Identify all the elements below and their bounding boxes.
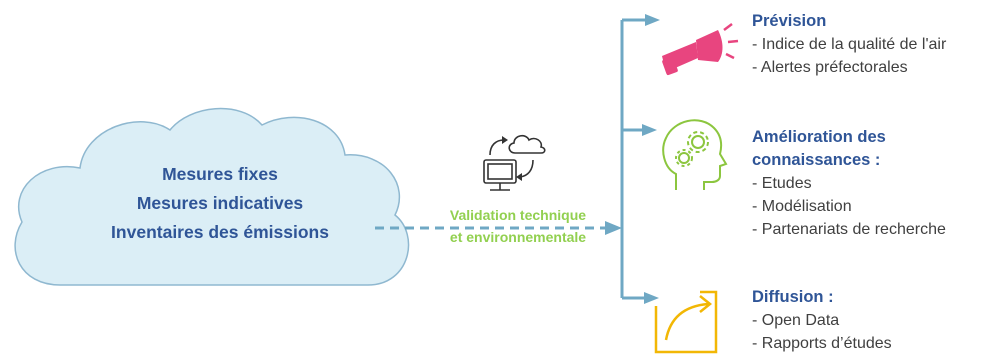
cloud-label: Mesures fixes Mesures indicatives Invent… bbox=[60, 160, 380, 247]
branch-prevision bbox=[622, 14, 660, 26]
share-arrow-icon bbox=[654, 290, 718, 354]
diffusion-title: Diffusion : bbox=[752, 288, 834, 306]
output-amelioration: Amélioration des connaissances : - Etude… bbox=[752, 126, 946, 241]
connector-arrowhead bbox=[605, 221, 622, 235]
amelioration-title-line-2: connaissances : bbox=[752, 151, 881, 169]
diffusion-item-reports: - Rapports d’études bbox=[752, 335, 892, 352]
output-prevision: Prévision - Indice de la qualité de l'ai… bbox=[752, 10, 946, 79]
cloud-line-fixed-measures: Mesures fixes bbox=[162, 164, 278, 184]
validation-line-2: et environnementale bbox=[449, 229, 587, 245]
prevision-title: Prévision bbox=[752, 12, 827, 30]
validation-label: Validation technique et environnementale bbox=[418, 204, 618, 248]
cloud-line-indicative-measures: Mesures indicatives bbox=[136, 193, 304, 213]
amelioration-item-modeling: - Modélisation bbox=[752, 198, 852, 215]
amelioration-item-studies: - Etudes bbox=[752, 175, 812, 192]
amelioration-item-partnerships: - Partenariats de recherche bbox=[752, 221, 946, 238]
amelioration-title-line-1: Amélioration des bbox=[752, 128, 886, 146]
diffusion-item-open-data: - Open Data bbox=[752, 312, 840, 329]
head-gears-icon bbox=[662, 119, 728, 190]
prevision-item-air-quality: - Indice de la qualité de l'air bbox=[752, 36, 947, 53]
validation-line-1: Validation technique bbox=[449, 207, 587, 223]
computer-cloud-sync-icon bbox=[483, 134, 546, 191]
output-diffusion: Diffusion : - Open Data - Rapports d’étu… bbox=[752, 286, 892, 355]
megaphone-icon bbox=[662, 23, 739, 76]
prevision-item-alerts: - Alertes préfectorales bbox=[752, 59, 908, 76]
branch-diffusion bbox=[622, 292, 659, 304]
cloud-shape bbox=[14, 107, 410, 286]
cloud-line-emission-inventories: Inventaires des émissions bbox=[111, 222, 329, 242]
branch-amelioration bbox=[622, 124, 657, 136]
